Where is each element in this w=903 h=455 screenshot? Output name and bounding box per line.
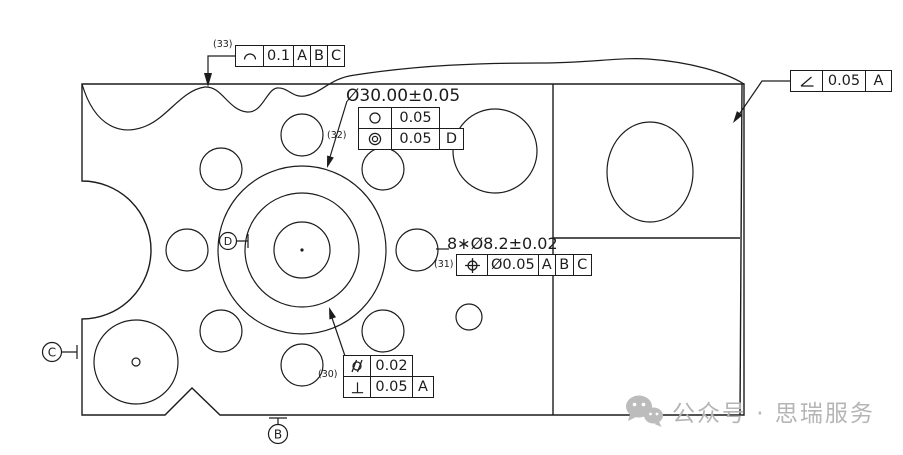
fcf-angularity: 0.05 A <box>790 70 892 92</box>
position-tolerance-value: Ø0.05 <box>487 255 538 275</box>
part-outline <box>81 83 745 416</box>
frame30-label: (30) <box>318 369 338 380</box>
bore-ring-outer <box>217 165 387 335</box>
arrowhead-profile <box>204 73 212 87</box>
pattern-hole-se <box>361 309 405 353</box>
profile-of-line-icon <box>236 46 263 66</box>
watermark: 公众号 · 思瑞服务 <box>624 394 875 428</box>
pattern-hole-s <box>280 343 324 387</box>
frame32-label: (32) <box>327 130 347 141</box>
pattern-hole-w <box>165 228 209 272</box>
angularity-datum-1: A <box>865 71 891 91</box>
center-mark-bottom-left <box>131 357 141 367</box>
bore-center-dot <box>300 248 304 252</box>
perpendicularity-icon <box>344 377 370 397</box>
cylindricity-tolerance-value: 0.02 <box>370 356 412 376</box>
datum-b-symbol <box>267 417 289 445</box>
arrowhead-angularity <box>733 111 743 123</box>
pattern-hole-sw <box>199 309 243 353</box>
perpendicularity-tolerance-value: 0.05 <box>370 377 412 397</box>
diameter30-dimension: Ø30.00±0.05 <box>346 86 461 106</box>
datum-b-letter: B <box>274 428 282 442</box>
datum-d-symbol <box>218 231 249 251</box>
datum-c-letter: C <box>48 346 56 360</box>
cylindricity-icon <box>344 356 370 376</box>
arrowhead-cylindricity <box>329 307 336 320</box>
small-hole-lower <box>455 303 483 331</box>
fcf-position: Ø0.05 A B C <box>456 254 592 276</box>
profile-datum-2: B <box>309 46 327 66</box>
leader-diameter30 <box>329 100 348 158</box>
profile-tolerance-value: 0.1 <box>263 46 293 66</box>
concentricity-datum-1: D <box>439 129 463 149</box>
bore-ring-middle <box>244 192 360 308</box>
profile-datum-3: C <box>326 46 344 66</box>
pattern-hole-nw <box>199 147 243 191</box>
fcf-cylindricity: 0.02 <box>343 355 413 377</box>
pattern-hole-n <box>280 113 324 157</box>
circularity-icon <box>359 108 391 128</box>
wavy-surface-curve <box>81 58 745 131</box>
leader-profile-frame <box>207 55 237 80</box>
fcf-profile-line: 0.1 A B C <box>235 45 346 67</box>
oval-hole-right-section <box>606 121 694 223</box>
large-hole-bottom-left <box>93 319 179 405</box>
leader-cylindricity-frame <box>330 314 346 357</box>
datum-c-symbol <box>41 341 78 363</box>
wechat-icon <box>624 394 664 428</box>
datum-d-letter: D <box>224 235 232 248</box>
position-datum-2: B <box>554 255 573 275</box>
fcf-perpendicularity: 0.05 A <box>343 376 434 398</box>
leader-angularity-frame <box>735 80 790 120</box>
fcf-concentricity: 0.05 D <box>358 128 464 150</box>
concentricity-icon <box>359 129 391 149</box>
bore-ring-inner <box>273 221 331 279</box>
hole-pattern-dimension: 8∗Ø8.2±0.02 <box>447 234 558 253</box>
angularity-icon <box>791 71 822 91</box>
arrowhead-diameter30 <box>327 155 334 168</box>
position-icon <box>457 255 487 275</box>
position-datum-1: A <box>537 255 555 275</box>
right-edge-actual-line <box>739 83 743 416</box>
frame31-label: (31) <box>434 259 454 270</box>
angularity-tolerance-value: 0.05 <box>822 71 865 91</box>
watermark-text: 公众号 · 思瑞服务 <box>672 401 875 427</box>
pattern-hole-e <box>395 228 439 272</box>
circularity-tolerance-value: 0.05 <box>391 108 439 128</box>
perpendicularity-datum-1: A <box>412 377 433 397</box>
fcf-circularity: 0.05 <box>358 107 440 129</box>
concentricity-tolerance-value: 0.05 <box>391 129 439 149</box>
frame33-label: (33) <box>213 39 233 50</box>
profile-datum-1: A <box>293 46 310 66</box>
large-hole-upper <box>452 108 538 194</box>
position-datum-3: C <box>572 255 591 275</box>
